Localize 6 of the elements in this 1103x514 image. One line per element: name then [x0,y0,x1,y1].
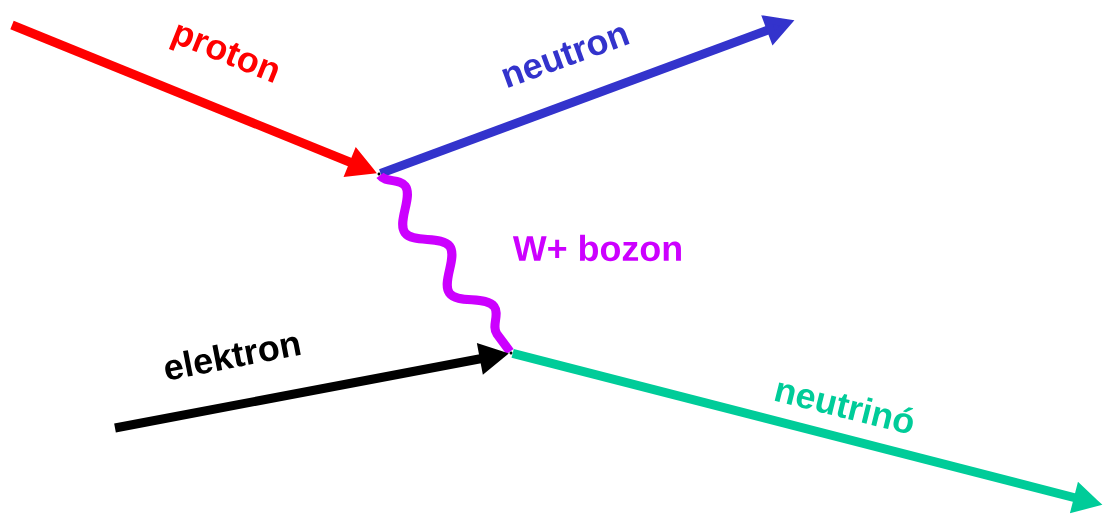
vertex-point [377,172,381,176]
edge-label: elektron [165,336,301,380]
edge-label: W+ bozon [512,234,681,262]
edge-label: neutrinó [774,382,914,433]
vertex-point [509,351,513,355]
edge-label: proton [168,24,278,83]
